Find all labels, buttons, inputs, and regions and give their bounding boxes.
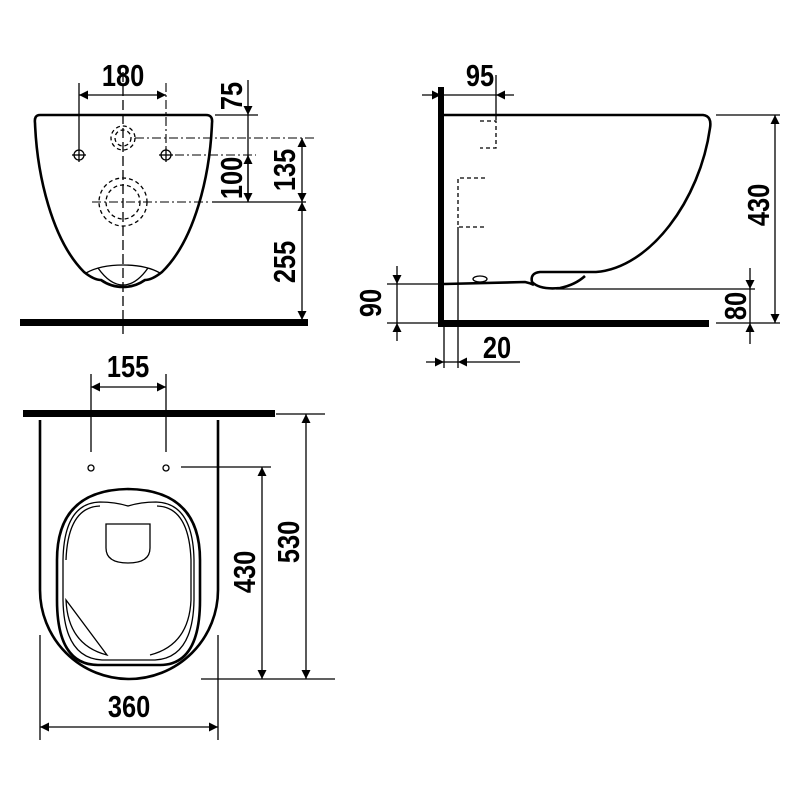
dim-135: 135 (268, 149, 303, 191)
dim-100: 100 (215, 157, 250, 199)
side-wall (438, 87, 444, 327)
dim-360: 360 (108, 690, 150, 725)
water-inlet-inner (114, 129, 132, 147)
side-body-outline (444, 113, 712, 290)
fixing-hole-right (159, 148, 173, 162)
dim-20: 20 (483, 331, 511, 366)
dim-95: 95 (466, 59, 494, 94)
top-wall (23, 410, 275, 417)
side-floor (438, 320, 709, 327)
seat-hole-left (87, 464, 95, 472)
dim-75: 75 (215, 82, 250, 110)
dim-90: 90 (354, 289, 389, 317)
front-view: 180 75 100 135 255 (20, 59, 316, 336)
fixing-hole-left (72, 148, 86, 162)
side-view: 95 430 80 90 20 (354, 59, 780, 368)
seat-inner (62, 501, 195, 661)
lid-recess (105, 523, 151, 564)
dim-430-top: 430 (228, 551, 263, 593)
side-fixing-slot (472, 275, 488, 283)
dim-255: 255 (268, 241, 303, 283)
dim-80: 80 (719, 292, 754, 320)
dim-155: 155 (107, 350, 149, 385)
top-view: 155 430 530 360 (23, 350, 335, 740)
seat-outer (55, 487, 202, 667)
dim-530: 530 (272, 521, 307, 563)
dim-430-side: 430 (742, 184, 777, 226)
seat-inner-2 (65, 505, 192, 657)
dim-180: 180 (102, 59, 144, 94)
side-bottom-line (443, 280, 535, 287)
seat-hole-right (162, 464, 170, 472)
top-body-outline (38, 420, 220, 681)
front-floor (20, 319, 308, 326)
